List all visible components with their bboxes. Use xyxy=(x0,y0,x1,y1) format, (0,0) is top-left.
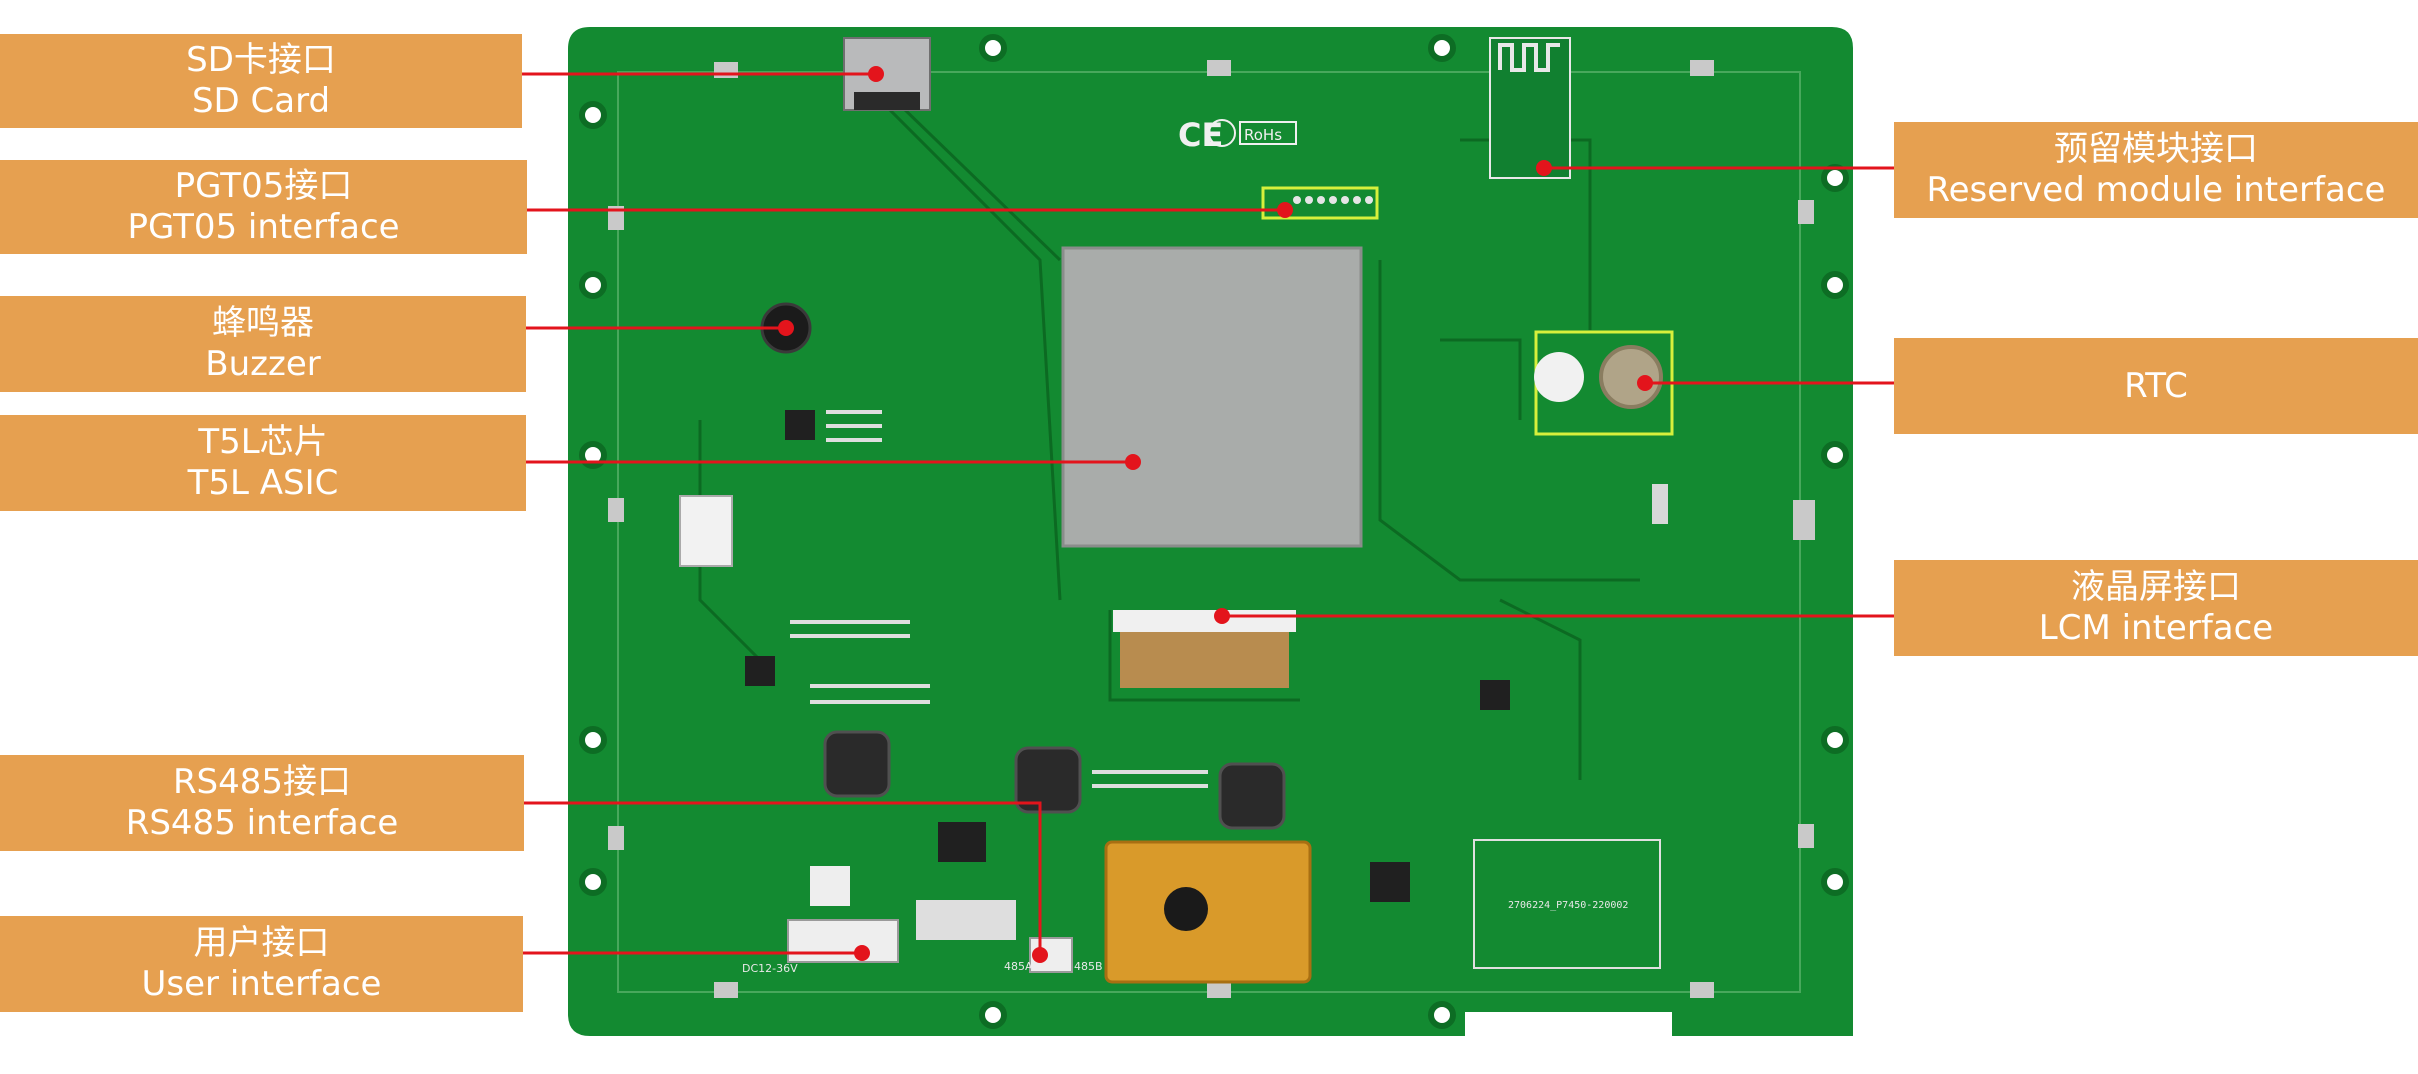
callout-sd-card-en: SD Card xyxy=(191,81,331,121)
inductors xyxy=(823,730,1286,830)
callout-user-en: User interface xyxy=(141,964,382,1004)
callout-lcm-en: LCM interface xyxy=(2038,608,2274,648)
callout-pgt05: PGT05接口 PGT05 interface xyxy=(0,160,527,254)
rohs-mark: RoHs xyxy=(1244,126,1282,144)
callout-buzzer-en: Buzzer xyxy=(205,344,321,384)
callout-buzzer-zh: 蜂鸣器 xyxy=(212,303,314,344)
rs485-b-label: 485B xyxy=(1074,960,1103,973)
callout-sd-card-zh: SD卡接口 xyxy=(186,40,336,81)
callout-rtc-en: RTC xyxy=(2124,365,2188,406)
board-code: 2706224_P7450-220002 xyxy=(1508,900,1628,911)
rs485-a-label: 485A xyxy=(1004,960,1033,973)
callout-pgt05-zh: PGT05接口 xyxy=(174,166,353,207)
touch-fpc xyxy=(1104,840,1312,984)
callout-lcm: 液晶屏接口 LCM interface xyxy=(1894,560,2418,656)
user-connector xyxy=(787,919,899,963)
callout-t5l: T5L芯片 T5L ASIC xyxy=(0,415,526,511)
lcm-connector xyxy=(1113,610,1296,688)
callout-reserved-en: Reserved module interface xyxy=(1926,170,2386,210)
mounting-holes xyxy=(579,34,1849,1029)
callout-user-interface: 用户接口 User interface xyxy=(0,916,523,1012)
touch-ic xyxy=(1164,887,1208,931)
leader-dots xyxy=(778,66,1653,963)
misc-components xyxy=(745,410,1668,906)
callout-lcm-zh: 液晶屏接口 xyxy=(2071,567,2241,608)
battery-wire-connector xyxy=(679,495,733,567)
callout-user-zh: 用户接口 xyxy=(193,923,330,964)
ce-mark: CE xyxy=(1178,116,1223,154)
pgt05-header xyxy=(1261,186,1379,220)
callout-rs485: RS485接口 RS485 interface xyxy=(0,755,524,851)
power-pin-label: DC12-36V xyxy=(742,962,798,975)
callout-rs485-en: RS485 interface xyxy=(125,803,399,843)
sd-card-slot xyxy=(843,37,931,111)
t5l-shield-can xyxy=(1061,246,1363,548)
resistor-array xyxy=(790,410,1208,940)
callout-sd-card: SD卡接口 SD Card xyxy=(0,34,522,128)
callout-reserved-zh: 预留模块接口 xyxy=(2054,129,2258,170)
callout-buzzer: 蜂鸣器 Buzzer xyxy=(0,296,526,392)
antenna-module xyxy=(1489,37,1571,179)
callout-rtc: RTC xyxy=(1894,338,2418,434)
callout-rs485-zh: RS485接口 xyxy=(172,762,352,803)
callout-t5l-zh: T5L芯片 xyxy=(198,422,328,463)
leader-lines xyxy=(522,72,1894,955)
callout-t5l-en: T5L ASIC xyxy=(187,463,339,503)
edge-clips xyxy=(608,60,1815,998)
callout-reserved-module: 预留模块接口 Reserved module interface xyxy=(1894,122,2418,218)
callout-pgt05-en: PGT05 interface xyxy=(127,207,400,247)
label-area xyxy=(1473,839,1661,969)
ce-rohs-marks xyxy=(1208,119,1297,147)
